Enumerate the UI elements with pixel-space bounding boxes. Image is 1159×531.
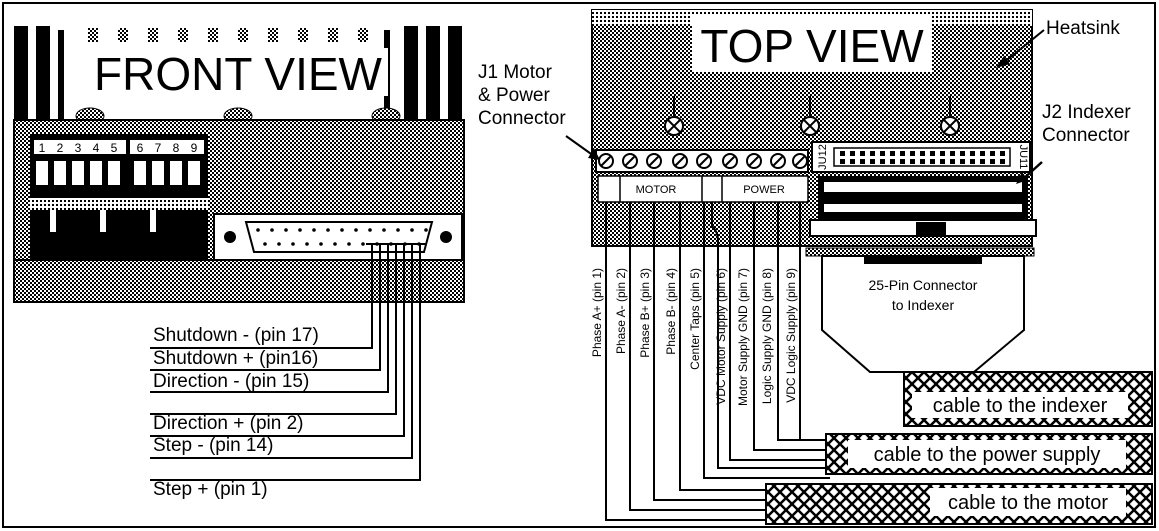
cable-motor: cable to the motor	[765, 483, 1153, 525]
switch-number: 7	[155, 141, 162, 155]
pin-label-shutdown-minus: Shutdown - (pin 17)	[153, 325, 319, 346]
cable-motor-label: cable to the motor	[948, 492, 1108, 514]
j1-label-line2: & Power	[478, 85, 550, 106]
dip-switch-block: 1 2 3 4 5 6 7 8 9	[30, 134, 208, 260]
terminal-label-pin8: Logic Supply GND (pin 8)	[760, 268, 774, 404]
j2-label-line1: J2 Indexer	[1042, 102, 1131, 123]
j1-arrow	[565, 135, 595, 157]
dsub-hood	[821, 255, 1025, 373]
j1-label-line1: J1 Motor	[478, 62, 553, 83]
top-view-title: TOP VIEW	[700, 20, 924, 72]
j1-terminal-block: MOTOR POWER	[595, 149, 809, 203]
pin-label-step-plus: Step + (pin 1)	[153, 479, 268, 500]
switch-number: 3	[75, 141, 82, 155]
heatsink-arrow	[1001, 29, 1045, 65]
switch-number: 5	[111, 141, 118, 155]
terminal-label-pin5: Center Taps (pin 5)	[688, 268, 702, 370]
switch-number: 6	[137, 141, 144, 155]
terminal-wires	[605, 202, 830, 521]
cable-indexer: cable to the indexer	[903, 371, 1153, 427]
switch-number: 2	[57, 141, 64, 155]
j2-label-line2: Connector	[1042, 125, 1130, 146]
switch-number: 1	[39, 141, 46, 155]
front-view: FRONT VIEW 1 2 3 4 5 6 7 8 9	[13, 26, 465, 500]
cable-power-supply-label: cable to the power supply	[874, 444, 1101, 466]
dsub-25-connector: 25-Pin Connector to Indexer	[805, 176, 1037, 373]
switch-number: 8	[173, 141, 180, 155]
cable-power-supply: cable to the power supply	[825, 433, 1153, 475]
pin-label-step-minus: Step - (pin 14)	[153, 435, 273, 456]
switch-number: 4	[93, 141, 100, 155]
terminal-label-pin1: Phase A+ (pin 1)	[590, 268, 604, 357]
connector-label-line1: 25-Pin Connector	[869, 277, 978, 293]
front-dsub-connector	[213, 213, 463, 261]
motor-section-label: MOTOR	[636, 184, 677, 196]
pin-label-direction-minus: Direction - (pin 15)	[153, 371, 309, 392]
front-title-box	[88, 48, 388, 96]
heatsink-label: Heatsink	[1046, 18, 1120, 39]
power-section-label: POWER	[743, 184, 785, 196]
terminal-label-pin6: VDC Motor Supply (pin 6)	[714, 268, 728, 405]
top-title-box	[692, 14, 932, 72]
j1-label-line3: Connector	[478, 108, 566, 129]
pin-label-shutdown-plus: Shutdown + (pin16)	[153, 348, 318, 369]
front-view-title: FRONT VIEW	[94, 48, 383, 100]
terminal-label-pin4: Phase B- (pin 4)	[664, 268, 678, 355]
connector-label-line2: to Indexer	[892, 297, 955, 313]
terminal-label-pin3: Phase B+ (pin 3)	[638, 268, 652, 358]
j2-silk-label-left: JU12	[817, 144, 829, 170]
terminal-label-pin2: Phase A- (pin 2)	[614, 268, 628, 354]
j2-silk-label-right: JU11	[1017, 145, 1029, 170]
cable-indexer-label: cable to the indexer	[933, 395, 1108, 417]
switch-number: 9	[191, 141, 198, 155]
pin-label-direction-plus: Direction + (pin 2)	[153, 413, 303, 434]
front-pin-leaders	[150, 243, 426, 481]
terminal-label-pin7: Motor Supply GND (pin 7)	[736, 268, 750, 406]
top-view: TOP VIEW	[478, 9, 1153, 525]
j2-indexer-header: JU12 JU11	[811, 141, 1031, 173]
mount-screw-icon	[664, 116, 960, 136]
terminal-label-pin9: VDC Logic Supply (pin 9)	[784, 268, 798, 403]
